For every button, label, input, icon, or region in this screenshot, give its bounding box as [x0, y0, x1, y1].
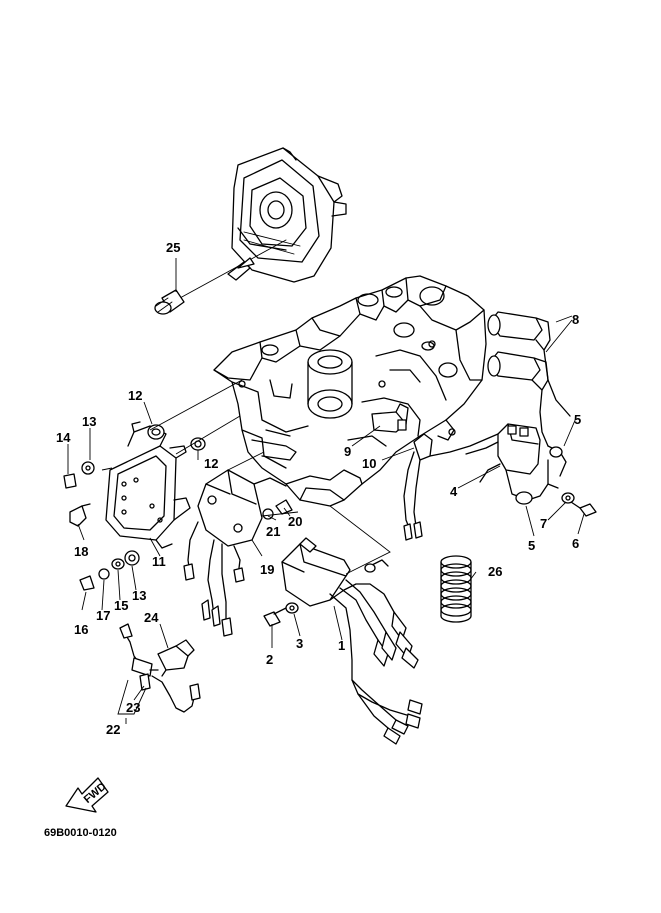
- callout-15: 15: [114, 598, 128, 613]
- part-3-washer: [285, 602, 299, 614]
- callout-12-upper: 12: [128, 388, 142, 403]
- callout-22: 22: [106, 722, 120, 737]
- callout-numbers: 25 8 12 13 14 12 5 9 10 4 7 5 6 21 20 18…: [56, 240, 581, 737]
- callout-26: 26: [488, 564, 502, 579]
- callout-3: 3: [296, 636, 303, 651]
- part-4-ignition-coil: [429, 423, 567, 505]
- guide-lines: [101, 379, 391, 575]
- part-9-sensor: [371, 403, 409, 433]
- part-6-bolt: [567, 499, 597, 517]
- part-18-clip: [69, 503, 91, 527]
- drawing-code: 69B0010-0120: [44, 827, 117, 839]
- part-19-cdi-unit: [183, 469, 287, 637]
- part-8-plug-caps: [487, 311, 573, 447]
- callout-5-upper: 5: [574, 412, 581, 427]
- callout-7: 7: [540, 516, 547, 531]
- callout-4: 4: [450, 484, 458, 499]
- callout-8: 8: [572, 312, 579, 327]
- callout-18: 18: [74, 544, 88, 559]
- part-26-spring: [440, 555, 472, 623]
- part-11-bracket: [105, 421, 191, 549]
- part-10-switch: [403, 433, 433, 541]
- part-25-cover-housing: [231, 147, 347, 283]
- callout-12-lower: 12: [204, 456, 218, 471]
- part-1-cdi-box: [281, 537, 423, 745]
- callout-11: 11: [152, 554, 166, 569]
- callout-14: 14: [56, 430, 71, 445]
- part-14-bolt: [63, 473, 77, 489]
- part-17-collar: [98, 568, 110, 580]
- part-24-switch: [157, 639, 195, 677]
- callout-9: 9: [344, 444, 351, 459]
- callout-19: 19: [260, 562, 274, 577]
- callout-13-upper: 13: [82, 414, 96, 429]
- callout-1: 1: [338, 638, 345, 653]
- engine-block: [213, 275, 487, 507]
- callout-5-lower: 5: [528, 538, 535, 553]
- callout-13-lower: 13: [132, 588, 146, 603]
- callout-16: 16: [74, 622, 88, 637]
- fwd-arrow-icon: FWD: [65, 777, 109, 813]
- callout-23: 23: [126, 700, 140, 715]
- callout-leaders: [67, 258, 585, 724]
- part-13-collar-lower: [124, 550, 140, 566]
- part-15-washer: [111, 558, 125, 570]
- callout-2: 2: [266, 652, 273, 667]
- part-16-bolt: [79, 575, 95, 591]
- callout-25: 25: [166, 240, 180, 255]
- callout-6: 6: [572, 536, 579, 551]
- part-23-harness: [119, 623, 201, 713]
- part-20-bolt: [275, 499, 293, 515]
- callout-10: 10: [362, 456, 376, 471]
- part-13-collar-upper: [81, 461, 95, 475]
- part-7-washer: [561, 492, 575, 504]
- callout-17: 17: [96, 608, 110, 623]
- callout-21: 21: [266, 524, 280, 539]
- callout-20: 20: [288, 514, 302, 529]
- part-21-washer: [262, 508, 274, 520]
- callout-24: 24: [144, 610, 159, 625]
- part-25-sensor: [154, 239, 287, 315]
